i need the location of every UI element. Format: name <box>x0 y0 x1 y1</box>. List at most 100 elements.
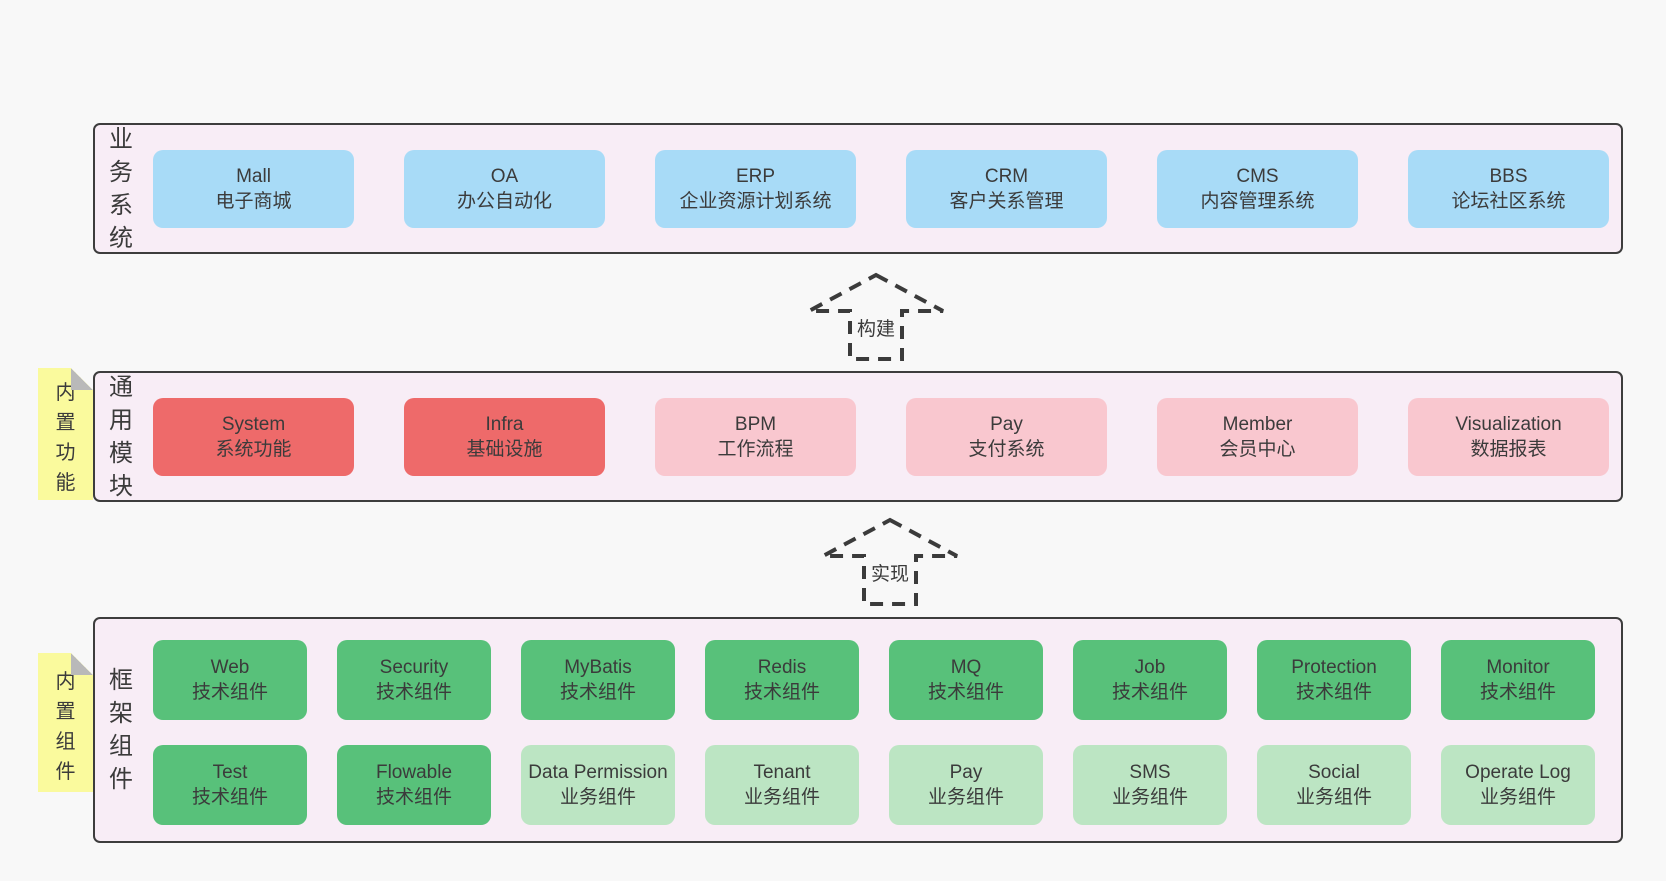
box-title: Flowable <box>375 762 453 783</box>
box-monitor: Monitor 技术组件 <box>1441 640 1595 720</box>
box-mq: MQ 技术组件 <box>889 640 1043 720</box>
band-boxes-row: System 系统功能 Infra 基础设施 BPM 工作流程 Pay 支付系统 Member 会… <box>147 373 1621 500</box>
box-cms: CMS 内容管理系统 <box>1157 149 1358 228</box>
box-subtitle: 论坛社区系统 <box>1451 190 1566 212</box>
box-title: Visualization <box>1455 413 1562 435</box>
arrow-label: 实现 <box>867 558 913 587</box>
box-title: MQ <box>950 657 982 678</box>
sticky-label: 内置组件 <box>55 670 76 783</box>
box-subtitle: 技术组件 <box>375 787 452 808</box>
box-subtitle: 基础设施 <box>466 438 543 460</box>
box-subtitle: 业务组件 <box>559 787 636 808</box>
band-title: 通用模块 <box>109 373 133 500</box>
folded-corner-icon <box>71 653 93 675</box>
box-subtitle: 业务组件 <box>1295 787 1372 808</box>
box-web: Web 技术组件 <box>153 640 307 720</box>
box-member: Member 会员中心 <box>1157 397 1358 476</box>
sticky-label: 内置功能 <box>55 382 76 494</box>
sticky-note-builtin-components: 内置组件 <box>38 653 93 792</box>
box-title: Data Permission <box>528 762 668 783</box>
box-title: Pay <box>990 413 1023 435</box>
box-title: System <box>221 413 286 435</box>
box-title: Member <box>1222 413 1293 435</box>
box-infra: Infra 基础设施 <box>404 397 605 476</box>
folded-corner-icon <box>71 368 93 390</box>
box-pay: Pay 支付系统 <box>906 397 1107 476</box>
box-subtitle: 客户关系管理 <box>949 190 1064 212</box>
box-subtitle: 技术组件 <box>1479 682 1556 703</box>
arrow-up-implement: 实现 <box>819 516 961 608</box>
box-title: Job <box>1134 657 1166 678</box>
box-subtitle: 工作流程 <box>717 438 794 460</box>
box-title: Security <box>379 657 449 678</box>
box-subtitle: 技术组件 <box>191 682 268 703</box>
box-title: BPM <box>734 413 777 435</box>
box-subtitle: 数据报表 <box>1470 438 1547 460</box>
box-subtitle: 技术组件 <box>1111 682 1188 703</box>
box-subtitle: 企业资源计划系统 <box>679 190 832 212</box>
box-operate-log: Operate Log 业务组件 <box>1441 745 1595 825</box>
box-subtitle: 技术组件 <box>559 682 636 703</box>
box-security: Security 技术组件 <box>337 640 491 720</box>
box-subtitle: 支付系统 <box>968 438 1045 460</box>
band-title: 业务系统 <box>109 125 133 252</box>
sticky-note-builtin-features: 内置功能 <box>38 368 93 500</box>
band-label-column: 框架组件 <box>95 619 147 841</box>
arrow-label: 构建 <box>853 313 899 342</box>
box-pay: Pay 业务组件 <box>889 745 1043 825</box>
box-title: OA <box>490 165 519 187</box>
box-visualization: Visualization 数据报表 <box>1408 397 1609 476</box>
box-title: Infra <box>485 413 524 435</box>
box-title: Web <box>210 657 250 678</box>
box-title: Pay <box>949 762 983 783</box>
box-mall: Mall 电子商城 <box>153 149 354 228</box>
box-subtitle: 办公自动化 <box>456 190 552 212</box>
box-subtitle: 技术组件 <box>191 787 268 808</box>
band-common-modules: 通用模块 System 系统功能 Infra 基础设施 BPM 工作流程 Pay 支付系统 Me… <box>93 371 1623 502</box>
arrow-up-build: 构建 <box>805 271 947 363</box>
box-data-permission: Data Permission 业务组件 <box>521 745 675 825</box>
box-oa: OA 办公自动化 <box>404 149 605 228</box>
box-title: SMS <box>1129 762 1171 783</box>
box-title: Operate Log <box>1465 762 1571 783</box>
box-system: System 系统功能 <box>153 397 354 476</box>
box-title: MyBatis <box>564 657 632 678</box>
box-subtitle: 技术组件 <box>927 682 1004 703</box>
band-label-column: 业务系统 <box>95 125 147 252</box>
box-subtitle: 电子商城 <box>215 190 292 212</box>
box-bpm: BPM 工作流程 <box>655 397 856 476</box>
box-subtitle: 业务组件 <box>1111 787 1188 808</box>
box-subtitle: 内容管理系统 <box>1200 190 1315 212</box>
band-framework-components: 框架组件 Web 技术组件 Security 技术组件 MyBatis 技术组件 Redis… <box>93 617 1623 843</box>
box-subtitle: 业务组件 <box>927 787 1004 808</box>
box-job: Job 技术组件 <box>1073 640 1227 720</box>
box-title: CMS <box>1236 165 1279 187</box>
box-tenant: Tenant 业务组件 <box>705 745 859 825</box>
box-bbs: BBS 论坛社区系统 <box>1408 149 1609 228</box>
box-subtitle: 业务组件 <box>1479 787 1556 808</box>
band-label-column: 通用模块 <box>95 373 147 500</box>
box-title: BBS <box>1489 165 1528 187</box>
box-flowable: Flowable 技术组件 <box>337 745 491 825</box>
box-sms: SMS 业务组件 <box>1073 745 1227 825</box>
band-title: 框架组件 <box>109 667 133 793</box>
box-mybatis: MyBatis 技术组件 <box>521 640 675 720</box>
box-title: Monitor <box>1486 657 1550 678</box>
box-title: Mall <box>236 165 271 187</box>
box-title: Protection <box>1291 657 1377 678</box>
box-subtitle: 会员中心 <box>1219 438 1296 460</box>
box-subtitle: 系统功能 <box>215 438 292 460</box>
box-subtitle: 业务组件 <box>743 787 820 808</box>
box-title: Tenant <box>753 762 811 783</box>
box-title: Redis <box>757 657 807 678</box>
box-subtitle: 技术组件 <box>375 682 452 703</box>
